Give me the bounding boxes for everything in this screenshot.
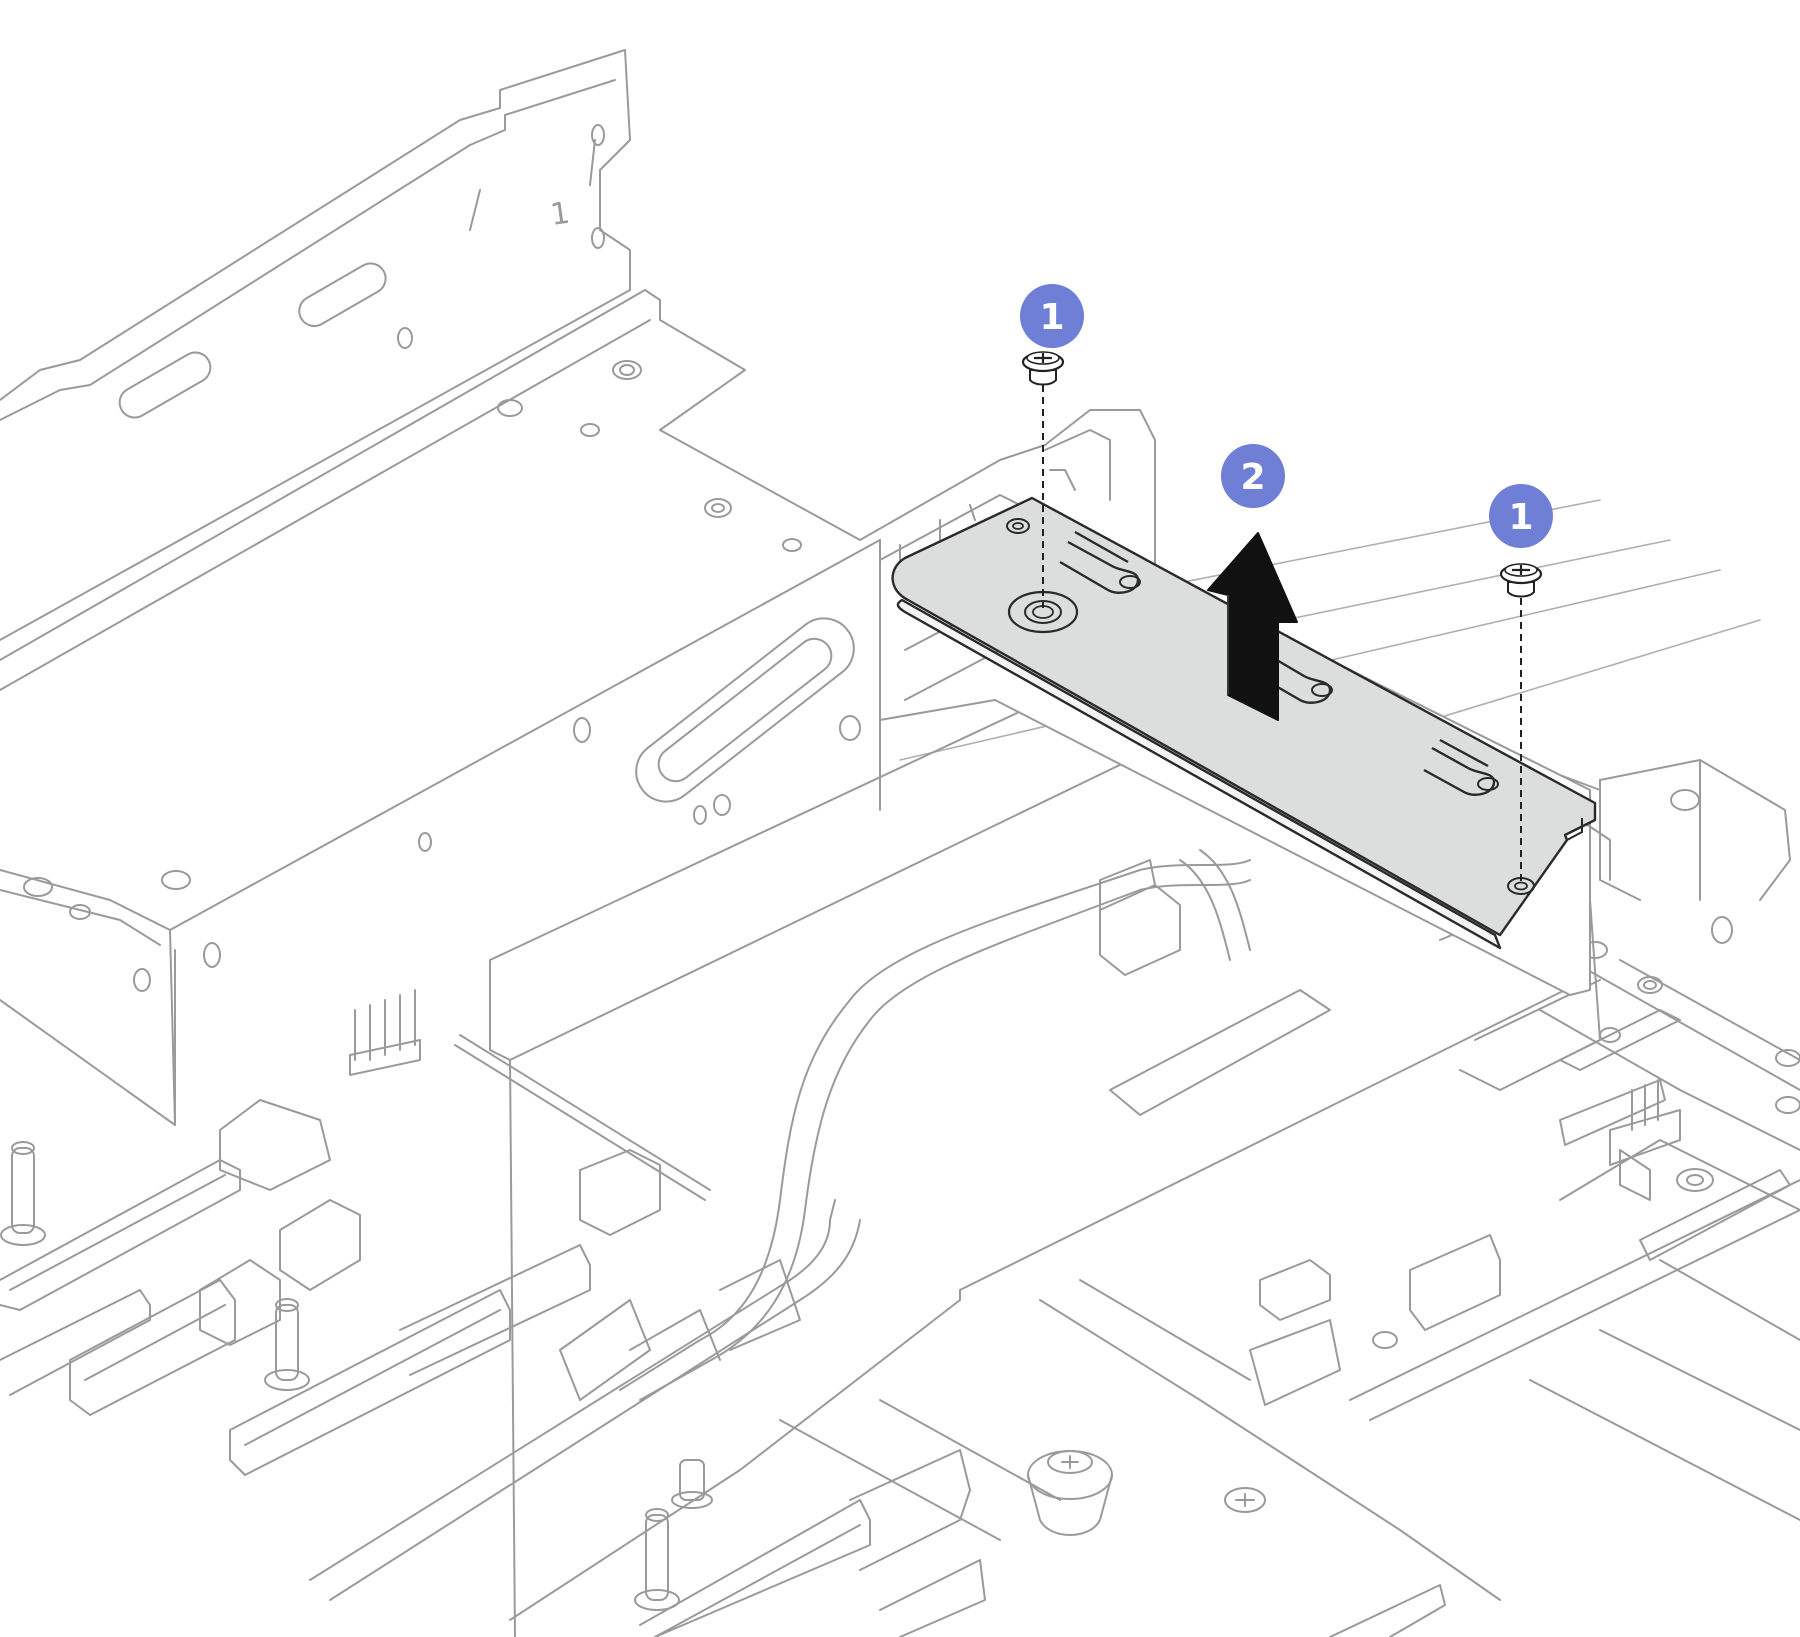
screw-icon — [1499, 563, 1543, 598]
up-arrow-icon — [1207, 532, 1298, 721]
callout-number: 1 — [1039, 297, 1064, 338]
chassis-mark: 1 — [548, 196, 572, 233]
callout-badge-screw-right: 1 — [1489, 484, 1553, 548]
keyhole-slot — [1261, 654, 1333, 704]
callout-badge-lift: 2 — [1221, 444, 1285, 508]
cold-plate-bracket[interactable] — [891, 496, 1597, 950]
screw-right[interactable] — [1499, 563, 1543, 886]
screw-hole — [1006, 518, 1030, 534]
screw-icon — [1021, 351, 1065, 386]
screw-left[interactable] — [1021, 351, 1065, 612]
callout-number: 1 — [1508, 497, 1533, 538]
keyhole-slot — [1423, 738, 1499, 796]
callout-number: 2 — [1240, 457, 1265, 498]
callout-badge-screw-left: 1 — [1020, 284, 1084, 348]
keyhole-slot — [1059, 530, 1141, 594]
